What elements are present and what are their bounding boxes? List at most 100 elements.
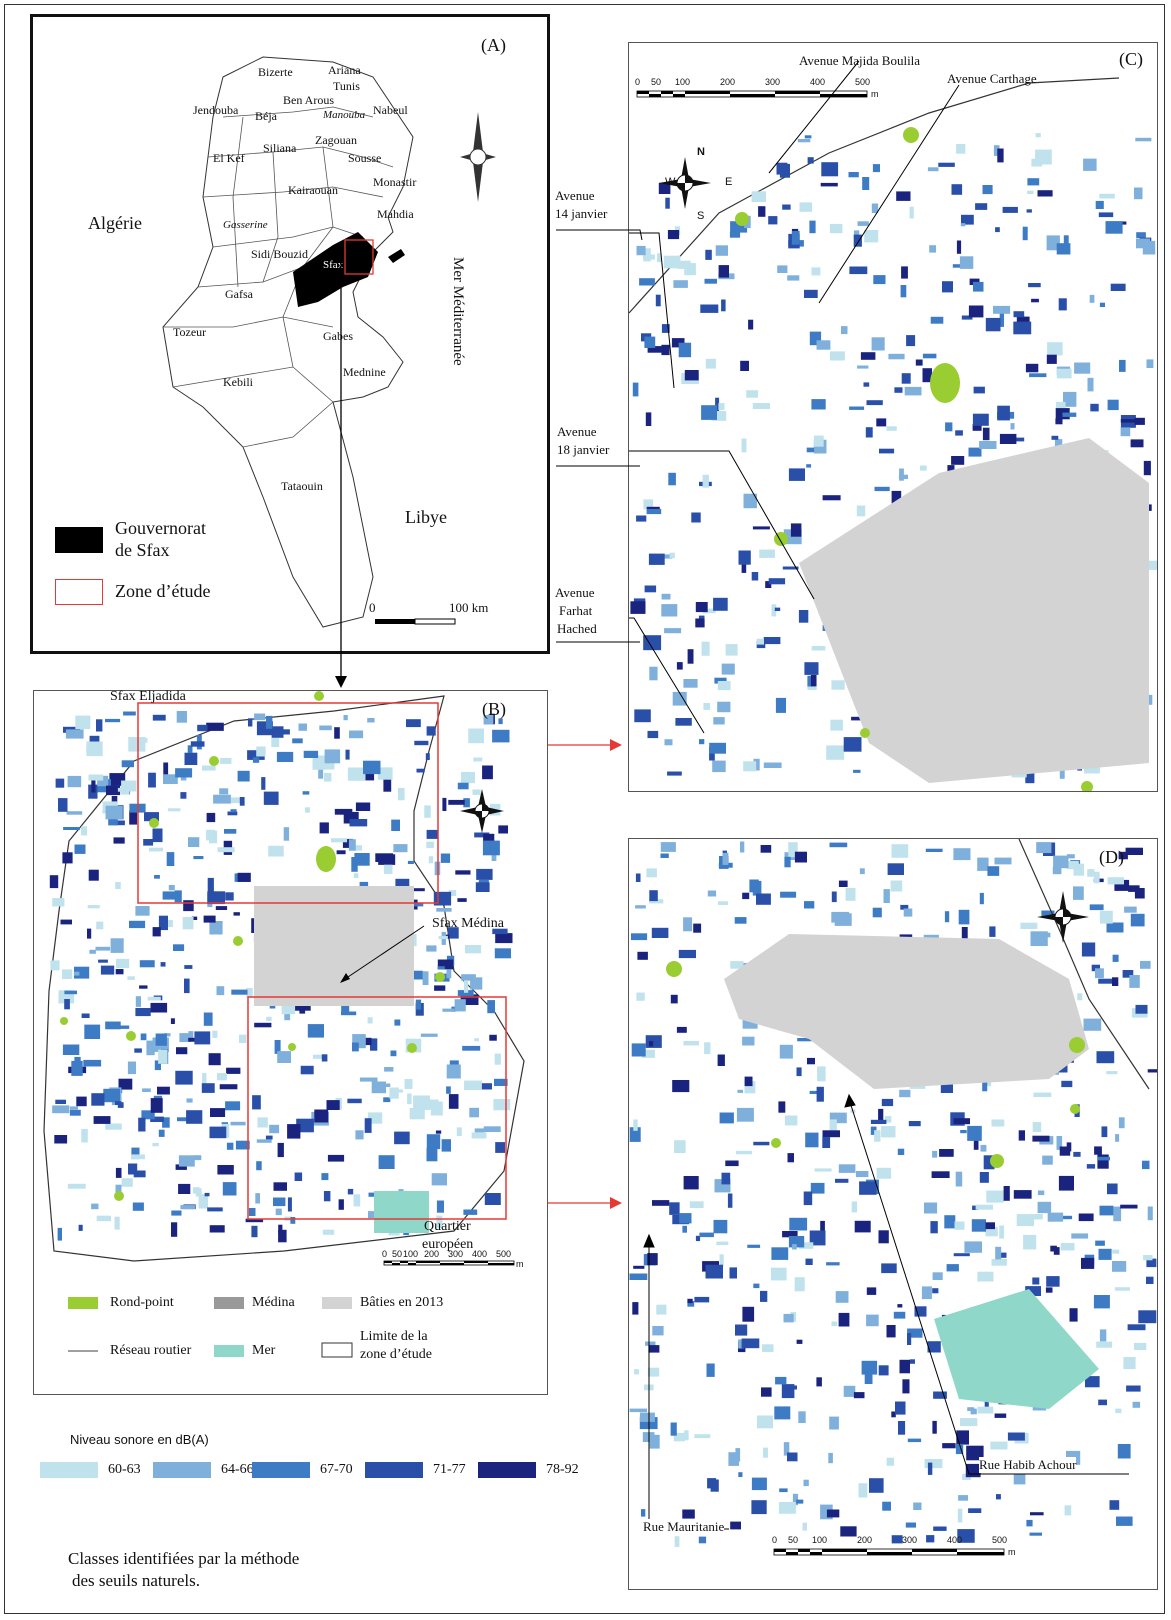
building-block [448, 799, 465, 805]
building-block [648, 553, 665, 565]
building-block [1041, 910, 1055, 917]
building-block [338, 1199, 344, 1210]
building-block [343, 715, 348, 721]
building-block [756, 893, 771, 905]
building-block [701, 641, 710, 656]
compass-c-n: N [697, 146, 705, 158]
building-block [751, 191, 766, 202]
scale-d-unit: m [1008, 1547, 1016, 1557]
building-block [1107, 1183, 1118, 1195]
building-block [463, 1209, 478, 1215]
building-block [884, 1116, 892, 1123]
building-block [714, 677, 727, 684]
panel-d-detail-map-south: (D) Rue Habib Achour Rue Mauritanie 0 50… [628, 838, 1158, 1590]
building-block [384, 1067, 394, 1072]
building-block [97, 775, 109, 787]
building-block [273, 1197, 286, 1207]
building-block [779, 1044, 793, 1059]
building-block [1027, 178, 1040, 186]
building-block [96, 719, 103, 732]
building-block [186, 1098, 193, 1103]
building-block [202, 1073, 207, 1087]
building-block [274, 1040, 281, 1054]
gov-tunis: Tunis [333, 79, 360, 93]
building-block [492, 928, 508, 935]
building-block [305, 807, 310, 813]
building-block [359, 1077, 378, 1082]
building-block [198, 1194, 208, 1209]
building-block [878, 1365, 889, 1376]
building-block [208, 1053, 221, 1066]
building-block [413, 888, 425, 892]
building-block [150, 1116, 164, 1122]
building-block [460, 994, 479, 1005]
building-block [713, 597, 728, 611]
building-block [804, 289, 818, 298]
building-block [233, 912, 240, 916]
building-block [866, 1314, 879, 1327]
compass-c-s: S [697, 210, 705, 222]
gov-sidi-bouzid: Sidi Bouzid [251, 247, 309, 261]
building-block [797, 139, 811, 143]
building-block [1013, 311, 1025, 318]
building-block [139, 985, 148, 989]
building-block [188, 837, 200, 847]
building-block [945, 422, 953, 432]
building-block [494, 1053, 501, 1065]
building-block [728, 1452, 739, 1466]
street-18-janvier-line1: Avenue [557, 424, 597, 439]
building-block [278, 1229, 287, 1243]
building-block [468, 728, 484, 744]
building-block [932, 1288, 939, 1294]
building-block [180, 775, 187, 781]
building-block [1066, 861, 1079, 870]
building-block [352, 1042, 359, 1052]
building-block [76, 1096, 87, 1107]
building-block [660, 842, 676, 852]
tunisia-map-svg [162, 56, 496, 628]
building-block [629, 1273, 648, 1280]
building-block [152, 714, 166, 721]
building-block [154, 875, 160, 879]
building-block [673, 280, 688, 288]
building-block [1033, 932, 1051, 938]
building-block [442, 797, 447, 811]
scale-c-50: 50 [651, 77, 662, 87]
building-block [969, 278, 980, 285]
building-block [398, 787, 405, 801]
building-block [667, 230, 680, 240]
building-block [809, 220, 816, 234]
building-block [178, 1155, 195, 1167]
building-block [1066, 1142, 1072, 1152]
building-block [1018, 1130, 1025, 1141]
building-block [853, 1392, 865, 1399]
building-block [878, 1230, 889, 1244]
building-block [1031, 298, 1039, 303]
building-block [633, 1265, 645, 1269]
building-block [1099, 1205, 1114, 1216]
building-block [783, 1313, 794, 1323]
building-block [1056, 243, 1071, 255]
building-block [256, 1139, 272, 1143]
building-block [226, 1067, 241, 1074]
building-block [283, 827, 290, 841]
building-block [664, 739, 673, 746]
building-block [891, 1535, 903, 1544]
building-block [277, 1051, 291, 1063]
building-block [751, 572, 759, 581]
building-block [900, 904, 909, 910]
building-block [457, 782, 469, 790]
building-block [1032, 1135, 1050, 1142]
building-block [864, 230, 879, 243]
building-block [128, 1163, 138, 1175]
building-block [1081, 1257, 1095, 1269]
building-block [55, 1099, 66, 1104]
building-block [738, 550, 751, 565]
building-block [879, 448, 895, 454]
building-block [1099, 302, 1105, 307]
building-block [694, 1434, 711, 1439]
building-block [712, 760, 726, 773]
building-block [657, 253, 662, 263]
building-block [162, 1117, 170, 1128]
building-block [826, 745, 845, 760]
